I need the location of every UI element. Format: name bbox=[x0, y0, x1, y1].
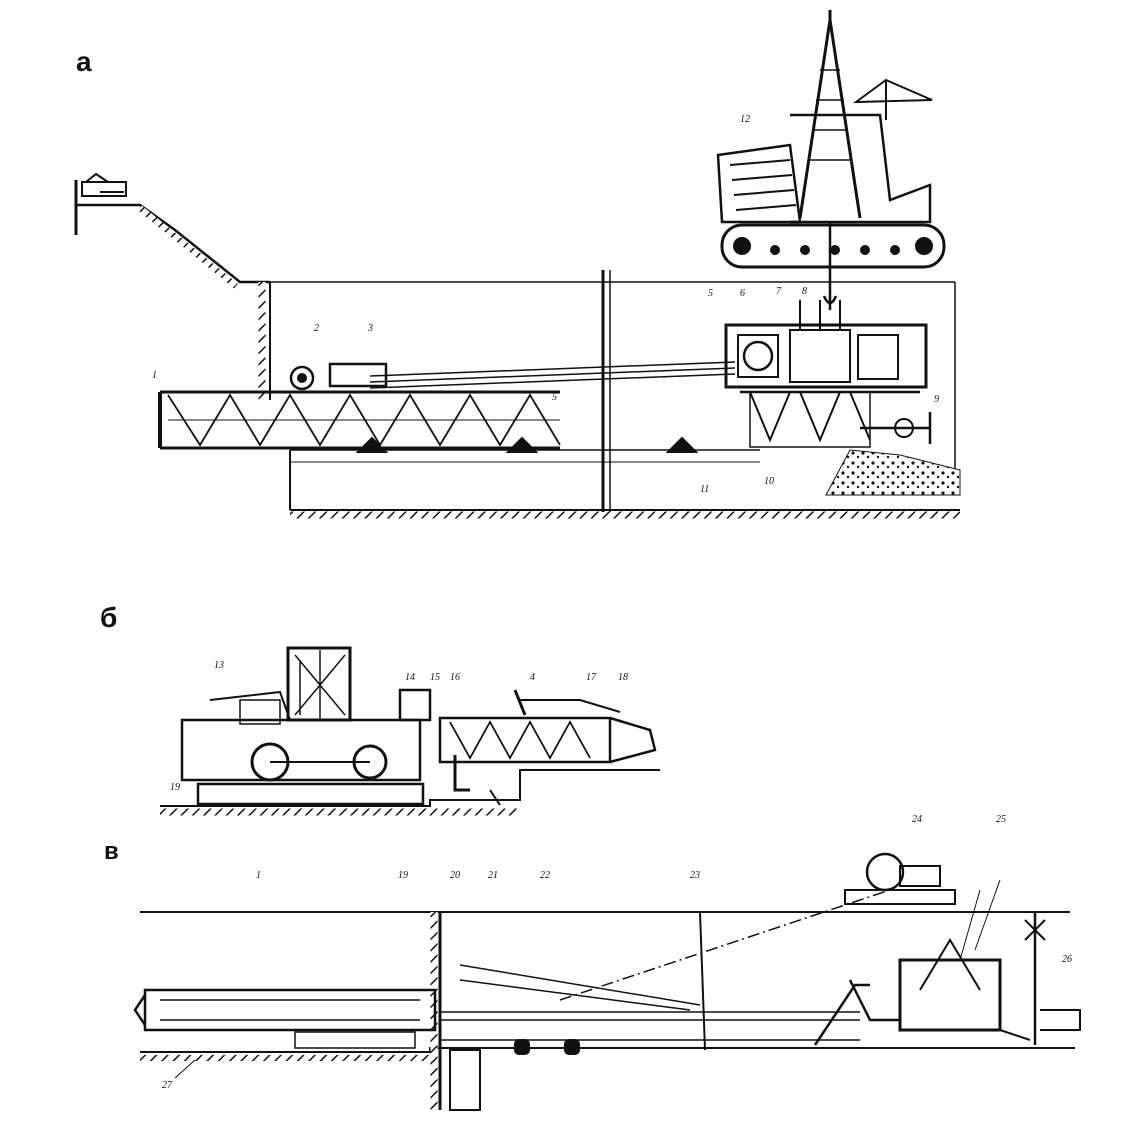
label-b-15: 15 bbox=[430, 672, 440, 683]
label-c-23: 23 bbox=[690, 870, 700, 881]
label-a-6: 6 bbox=[740, 288, 745, 299]
panel-c-drawing bbox=[133, 852, 1081, 1111]
shaft-wall bbox=[430, 912, 481, 1111]
ground-line-b bbox=[160, 769, 660, 816]
auger-assembly-b bbox=[438, 689, 657, 806]
panel-b-labels: 13 14 15 16 4 17 18 19 bbox=[170, 660, 628, 793]
label-c-21: 21 bbox=[488, 870, 498, 881]
drilling-unit bbox=[724, 300, 932, 448]
guide-roller bbox=[289, 362, 388, 391]
pipe-string-c bbox=[133, 988, 437, 1049]
label-c-1: 1 bbox=[256, 870, 261, 881]
label-b-18: 18 bbox=[618, 672, 628, 683]
drilling-rig-25 bbox=[813, 912, 1081, 1046]
auger-casing bbox=[158, 390, 561, 450]
label-a-1: 1 bbox=[152, 370, 157, 381]
push-rods bbox=[369, 361, 736, 389]
panel-letter-b: б bbox=[100, 602, 118, 633]
label-a-3: 3 bbox=[367, 323, 373, 334]
pipe-supports bbox=[355, 436, 699, 453]
panel-letter-a: а bbox=[76, 46, 92, 77]
panel-c-labels: 1 19 20 21 22 23 24 25 26 27 bbox=[162, 814, 1072, 1091]
panel-b-drawing bbox=[160, 646, 660, 816]
label-a-5b: 5 bbox=[708, 288, 713, 299]
crawler-crane bbox=[716, 10, 946, 310]
label-c-19: 19 bbox=[398, 870, 408, 881]
embankment-slope bbox=[74, 172, 270, 289]
label-b-4: 4 bbox=[530, 672, 535, 683]
ground-surface-c bbox=[140, 911, 1075, 1061]
label-c-24: 24 bbox=[912, 814, 922, 825]
panel-a-drawing bbox=[74, 10, 961, 519]
label-a-9: 9 bbox=[934, 394, 939, 405]
panel-letter-c: в bbox=[104, 838, 119, 865]
winch-24 bbox=[844, 852, 956, 905]
label-b-17: 17 bbox=[586, 672, 597, 683]
label-b-14: 14 bbox=[405, 672, 415, 683]
soil-pile bbox=[825, 449, 961, 496]
label-a-10: 10 bbox=[764, 476, 774, 487]
label-c-27: 27 bbox=[162, 1080, 173, 1091]
label-c-25: 25 bbox=[996, 814, 1006, 825]
label-c-22: 22 bbox=[540, 870, 550, 881]
label-a-5: 5 bbox=[552, 392, 557, 403]
base-sled bbox=[196, 782, 425, 806]
label-a-11: 11 bbox=[700, 484, 709, 495]
label-a-8: 8 bbox=[802, 286, 807, 297]
label-c-26: 26 bbox=[1062, 954, 1072, 965]
panel-a-labels: 1 2 3 5 5 6 7 8 9 10 11 12 bbox=[152, 114, 939, 495]
label-b-13: 13 bbox=[214, 660, 224, 671]
label-a-2: 2 bbox=[314, 323, 319, 334]
drill-rods-c bbox=[440, 889, 891, 1055]
boring-machine bbox=[180, 646, 432, 782]
label-a-7: 7 bbox=[776, 286, 782, 297]
label-c-20: 20 bbox=[450, 870, 460, 881]
label-b-19: 19 bbox=[170, 782, 180, 793]
label-a-12: 12 bbox=[740, 114, 750, 125]
label-leader-c bbox=[174, 879, 1001, 1079]
label-b-16: 16 bbox=[450, 672, 460, 683]
